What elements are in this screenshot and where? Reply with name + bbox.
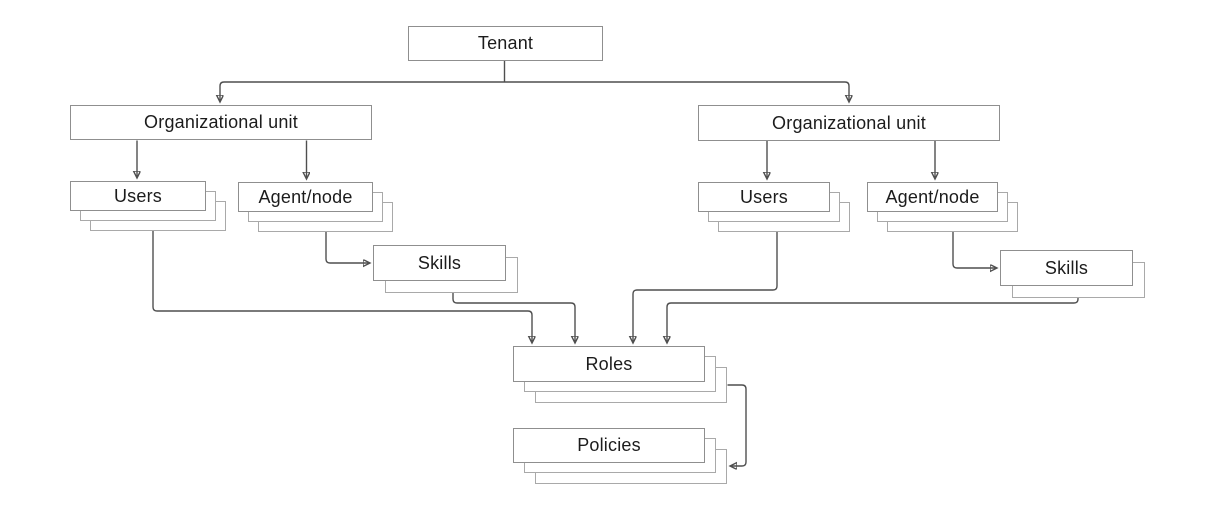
node-users-left-label: Users	[113, 185, 162, 206]
edge-users-left-roles	[152, 230, 532, 343]
node-skills-left-label: Skills	[417, 252, 462, 273]
node-skills-left: Skills	[373, 245, 518, 293]
node-skills-right-label: Skills	[1044, 257, 1089, 278]
node-agent-node-right-label: Agent/node	[885, 186, 980, 207]
node-agent-node-left-label: Agent/node	[258, 186, 353, 207]
node-users-right-label: Users	[739, 186, 788, 207]
edge-users-right-roles	[633, 231, 778, 343]
edge-tenant-ou-right	[504, 81, 850, 101]
node-agent-node-right-box: Agent/node	[867, 182, 998, 212]
edge-roles-policies	[727, 384, 747, 466]
node-roles-label: Roles	[585, 353, 633, 374]
node-tenant-label: Tenant	[477, 33, 534, 53]
node-agent-node-left-box: Agent/node	[238, 182, 373, 212]
node-organizational-unit-left: Organizational unit	[70, 105, 372, 140]
edge-skills-right-roles	[667, 297, 1079, 343]
node-skills-right-box: Skills	[1000, 250, 1133, 286]
node-users-right-box: Users	[698, 182, 830, 212]
node-agent-node-right: Agent/node	[867, 182, 1018, 232]
node-skills-left-box: Skills	[373, 245, 506, 281]
node-policies-label: Policies	[577, 435, 641, 455]
node-roles: Roles	[513, 346, 727, 403]
node-users-left-box: Users	[70, 181, 206, 211]
edge-agent-right-skills	[952, 231, 996, 269]
node-organizational-unit-left-box: Organizational unit	[70, 105, 372, 140]
node-tenant: Tenant	[408, 26, 603, 61]
node-organizational-unit-right-label: Organizational unit	[772, 112, 926, 133]
node-agent-node-left: Agent/node	[238, 182, 393, 232]
node-tenant-box: Tenant	[408, 26, 603, 61]
edge-tenant-ou-left	[220, 81, 505, 101]
node-skills-right: Skills	[1000, 250, 1145, 298]
node-organizational-unit-left-label: Organizational unit	[144, 112, 298, 132]
node-organizational-unit-right-box: Organizational unit	[698, 105, 1000, 141]
node-users-right: Users	[698, 182, 850, 232]
node-organizational-unit-right: Organizational unit	[698, 105, 1000, 141]
node-roles-box: Roles	[513, 346, 705, 382]
node-users-left: Users	[70, 181, 226, 231]
node-policies: Policies	[513, 428, 727, 484]
edge-agent-left-skills	[325, 231, 369, 264]
edge-skills-left-roles	[452, 292, 575, 343]
node-policies-box: Policies	[513, 428, 705, 463]
